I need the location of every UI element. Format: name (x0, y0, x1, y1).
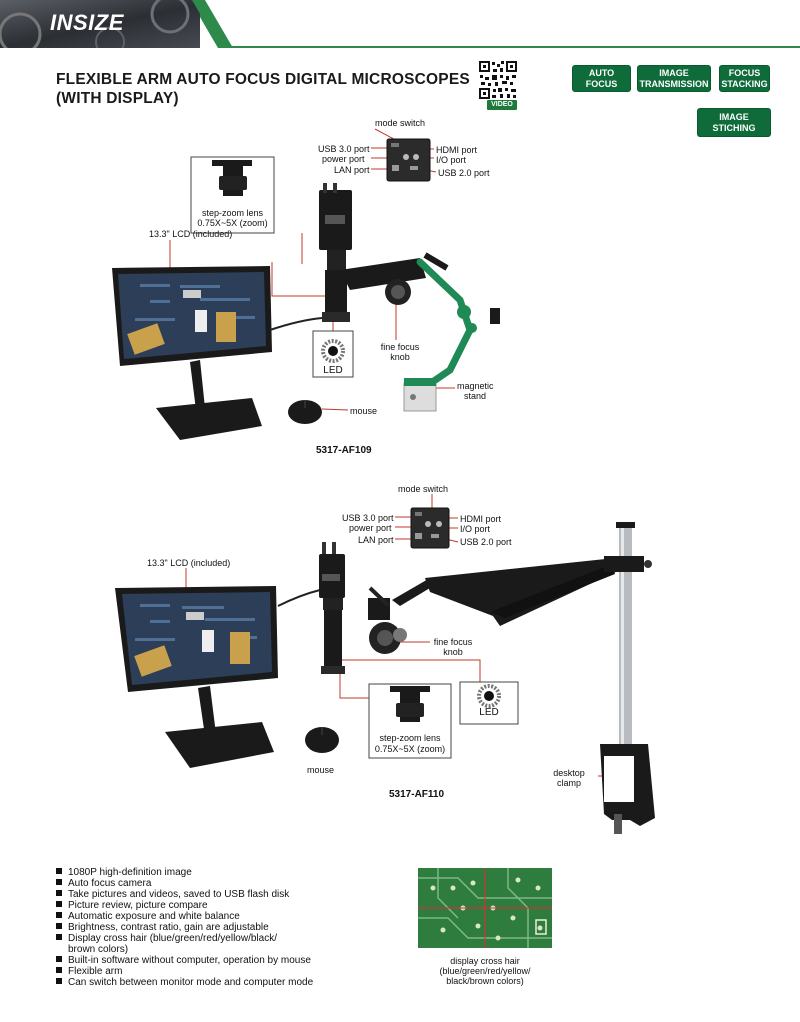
p2-clamp-label-2: clamp (556, 778, 581, 788)
p2-mouse-label: mouse (307, 765, 335, 775)
p1-fine-focus-label-1: fine focus (380, 342, 420, 352)
qr-code-icon[interactable] (478, 60, 518, 100)
p2-hdmi-port-label: HDMI port (460, 514, 502, 524)
product1-illustration (112, 128, 500, 440)
p1-usb3-port-label: USB 3.0 port (318, 144, 370, 154)
p1-usb2-port-label: USB 2.0 port (438, 168, 490, 178)
feature-item: Flexible arm (56, 966, 122, 977)
p2-lens-label-1: step-zoom lens (379, 733, 441, 743)
focus-stacking-label-1: FOCUS (728, 67, 761, 78)
focus-stacking-label-2: STACKING (721, 78, 768, 89)
p1-mouse-label: mouse (350, 406, 378, 416)
crosshair-image (418, 868, 552, 948)
p1-magnetic-stand-label-2: stand (464, 391, 487, 401)
p2-lcd-label: 13.3" LCD (included) (147, 558, 231, 568)
p1-model-number: 5317-AF109 (316, 445, 372, 456)
p1-lcd-label: 13.3" LCD (included) (149, 229, 233, 239)
p1-magnetic-stand-label-1: magnetic (457, 381, 494, 391)
header-band (0, 0, 800, 48)
feature-item-continuation: brown colors) (68, 944, 129, 955)
p1-lan-port-label: LAN port (334, 165, 370, 175)
p1-lens-label-1: step-zoom lens (201, 208, 264, 218)
brand-logo: INSIZE (50, 10, 124, 35)
feature-item: Auto focus camera (56, 878, 151, 889)
page-title: FLEXIBLE ARM AUTO FOCUS DIGITAL MICROSCO… (56, 71, 470, 88)
p2-io-port-label: I/O port (460, 524, 491, 534)
feature-item: Built-in software without computer, oper… (56, 955, 311, 966)
p2-clamp-label-1: desktop (553, 768, 585, 778)
p2-fine-focus-label-2: knob (443, 647, 463, 657)
feature-item: Display cross hair (blue/green/red/yello… (56, 933, 277, 944)
p2-power-port-label: power port (349, 523, 392, 533)
p2-lens-label-2: 0.75X~5X (zoom) (374, 744, 446, 754)
p1-fine-focus-label-2: knob (390, 352, 410, 362)
p2-usb2-port-label: USB 2.0 port (460, 537, 512, 547)
video-badge: VIDEO (487, 100, 517, 110)
crosshair-caption-2: (blue/green/red/yellow/ (439, 966, 531, 976)
auto-focus-button[interactable]: AUTO FOCUS (572, 65, 631, 92)
p1-led-label: LED (323, 365, 343, 376)
p2-lan-port-label: LAN port (358, 535, 394, 545)
image-stiching-button[interactable]: IMAGE STICHING (697, 108, 771, 137)
p2-mode-switch-label: mode switch (398, 484, 449, 494)
feature-item: Brightness, contrast ratio, gain are adj… (56, 922, 269, 933)
p1-power-port-label: power port (322, 154, 365, 164)
feature-item: Automatic exposure and white balance (56, 911, 240, 922)
auto-focus-label: AUTO FOCUS (585, 67, 618, 89)
feature-item: 1080P high-definition image (56, 867, 192, 878)
p1-io-port-label: I/O port (436, 155, 467, 165)
image-transmission-label-1: IMAGE (659, 67, 689, 78)
image-stiching-label: IMAGE STICHING (712, 111, 756, 133)
feature-item: Can switch between monitor mode and comp… (56, 977, 313, 988)
feature-item: Picture review, picture compare (56, 900, 208, 911)
feature-item: Take pictures and videos, saved to USB f… (56, 889, 289, 900)
p2-usb3-port-label: USB 3.0 port (342, 513, 394, 523)
focus-stacking-button[interactable]: FOCUS STACKING (719, 65, 770, 92)
crosshair-caption-1: display cross hair (450, 956, 520, 966)
p1-hdmi-port-label: HDMI port (436, 145, 478, 155)
p2-led-label: LED (479, 707, 499, 718)
image-transmission-label-2: TRANSMISSION (639, 78, 709, 89)
logo-panel (0, 0, 200, 48)
p1-mode-switch-label: mode switch (375, 118, 426, 128)
p2-fine-focus-label-1: fine focus (433, 637, 473, 647)
image-transmission-button[interactable]: IMAGE TRANSMISSION (637, 65, 711, 92)
crosshair-caption-3: black/brown colors) (446, 976, 524, 986)
page-subtitle: (WITH DISPLAY) (56, 90, 179, 107)
p1-lens-label-2: 0.75X~5X (zoom) (197, 218, 268, 228)
p2-model-number: 5317-AF110 (389, 789, 445, 800)
product2-illustration (115, 494, 655, 834)
